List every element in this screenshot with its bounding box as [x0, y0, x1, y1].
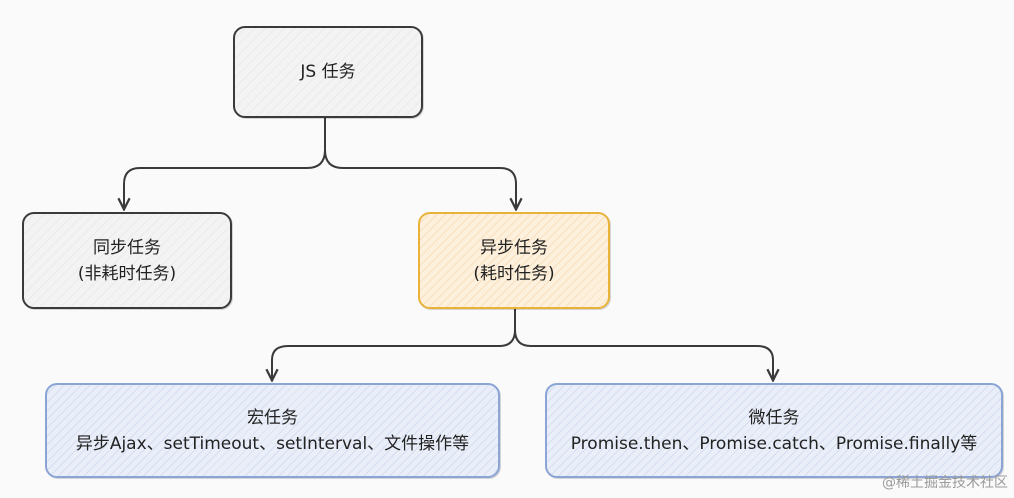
- node-micro-tasks-examples: Promise.then、Promise.catch、Promise.final…: [570, 433, 978, 454]
- connector-async-to-micro: [514, 329, 773, 379]
- node-async-tasks-subtitle: (耗时任务): [473, 263, 555, 284]
- node-js-tasks-label: JS 任务: [300, 62, 356, 82]
- connector-async-to-macro: [272, 309, 516, 379]
- node-micro-tasks: 微任务 Promise.then、Promise.catch、Promise.f…: [545, 383, 1003, 478]
- node-macro-tasks-title: 宏任务: [247, 407, 298, 428]
- node-macro-tasks: 宏任务 异步Ajax、setTimeout、setInterval、文件操作等: [45, 383, 500, 478]
- node-micro-tasks-title: 微任务: [748, 407, 800, 428]
- node-macro-tasks-examples: 异步Ajax、setTimeout、setInterval、文件操作等: [75, 433, 470, 454]
- node-sync-tasks-subtitle: (非耗时任务): [77, 263, 177, 284]
- connector-root-stem: [124, 118, 326, 208]
- node-sync-tasks: 同步任务 (非耗时任务): [22, 212, 232, 309]
- node-sync-tasks-title: 同步任务: [93, 237, 161, 258]
- watermark: @稀土掘金技术社区: [882, 475, 1008, 491]
- node-async-tasks-title: 异步任务: [480, 237, 548, 258]
- connector-root-to-async: [324, 149, 516, 208]
- node-async-tasks: 异步任务 (耗时任务): [418, 212, 610, 309]
- node-js-tasks: JS 任务: [233, 26, 423, 118]
